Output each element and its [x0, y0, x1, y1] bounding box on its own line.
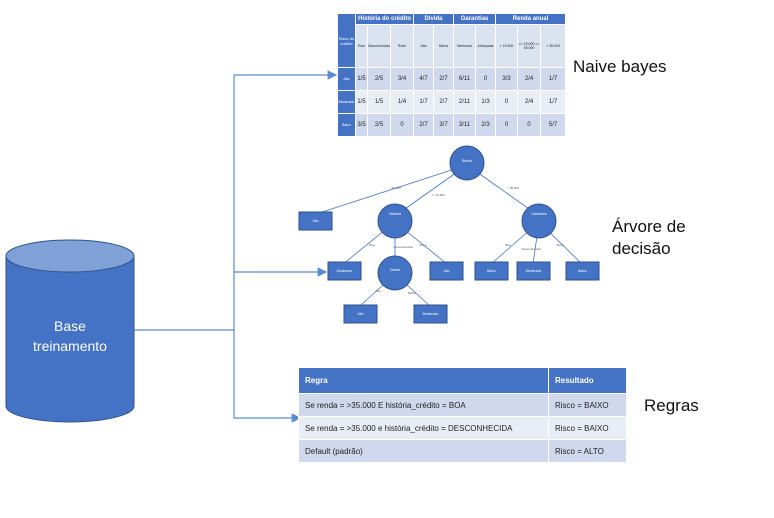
tree-edge-label: Desconhecida	[393, 245, 412, 249]
nb-subheader: < 15.000	[495, 24, 519, 68]
rules-cell-rule: Default (padrão)	[298, 439, 549, 463]
tree-leaf-label: Baixo	[578, 269, 587, 273]
nb-cell: 2/5	[367, 67, 391, 91]
tree-edge-label: Ruim	[419, 243, 427, 247]
table-row: Se renda = >35.000 e história_crédito = …	[298, 416, 627, 440]
nb-subheader: Alta	[413, 24, 435, 68]
tree-leaf	[298, 211, 333, 231]
nb-subheader: Boa	[355, 24, 368, 68]
tree-leaf	[516, 261, 551, 281]
tree-edge-label: Alta	[375, 289, 381, 293]
nb-subheader: Desconhecida	[367, 24, 391, 68]
nb-cell: 3/11	[453, 113, 477, 137]
tree-leaf	[429, 261, 464, 281]
nb-subheader: Nenhuma	[453, 24, 477, 68]
nb-cell: 3/7	[433, 113, 455, 137]
nb-corner-cell: Risco de crédito	[337, 13, 356, 68]
tree-node	[521, 203, 557, 239]
naive-bayes-table: Risco de crédito História do crédito Dív…	[337, 13, 567, 137]
label-decision-tree-line2: decisão	[612, 239, 671, 258]
rules-header-rule: Regra	[298, 367, 549, 394]
tree-edge-label: Boa	[369, 243, 375, 247]
rules-cell-result: Risco = BAIXO	[548, 393, 627, 417]
tree-leaf-label: Moderado	[526, 269, 542, 273]
tree-leaf	[565, 261, 600, 281]
label-rules: Regras	[644, 396, 699, 415]
tree-node-label: Garantias	[531, 212, 546, 216]
nb-cell: 5/7	[540, 113, 567, 137]
connector-to-rules	[233, 330, 302, 423]
nb-cell: 0	[389, 113, 415, 137]
database-label-line1: Base	[54, 318, 86, 334]
nb-cell: 2/7	[433, 90, 455, 114]
tree-node	[377, 255, 413, 291]
nb-cell: 1/7	[540, 67, 567, 91]
tree-node-label: Dívida	[390, 268, 400, 272]
nb-cell: 0	[475, 67, 497, 91]
tree-node	[449, 145, 485, 181]
nb-cell: 2/11	[453, 90, 477, 114]
nb-subheader: > 35.000	[540, 24, 567, 68]
table-row: Alto 1/5 2/5 3/4 4/7 2/7 6/11 0 3/3 2/4 …	[337, 67, 567, 91]
tree-edge-label: > 35.000	[507, 186, 519, 190]
tree-edge-label: < 15.000	[389, 186, 401, 190]
rules-cell-rule: Se renda = >35.000 E história_crédito = …	[298, 393, 549, 417]
nb-cell: 2/4	[517, 67, 542, 91]
tree-edge-label: Baixa	[408, 291, 416, 295]
tree-edge-label: >= 15.000	[431, 193, 445, 197]
nb-cell: 1/5	[367, 90, 391, 114]
nb-cell: 3/3	[495, 67, 519, 91]
label-naive-bayes: Naive bayes	[573, 57, 667, 76]
nb-cell: 6/11	[453, 67, 477, 91]
label-decision-tree-line1: Árvore de	[612, 217, 686, 236]
rules-header-result: Resultado	[548, 367, 627, 394]
tree-leaf-label: Alto	[357, 312, 363, 316]
nb-cell: 2/4	[517, 90, 542, 114]
tree-leaf	[413, 304, 448, 324]
rules-cell-result: Risco = BAIXO	[548, 416, 627, 440]
tree-edge-label: Desconhecida	[521, 247, 540, 251]
tree-leaf	[327, 261, 362, 281]
nb-cell: 2/5	[367, 113, 391, 137]
tree-leaf-label: Alto	[443, 269, 449, 273]
tree-leaf-label: Moderado	[423, 312, 439, 316]
tree-node-label: Renda	[462, 159, 472, 163]
rules-cell-result: Risco = ALTO	[548, 439, 627, 463]
tree-node	[377, 203, 413, 239]
nb-cell: 1/5	[355, 67, 368, 91]
rules-table: Regra Resultado Se renda = >35.000 E his…	[298, 367, 627, 463]
tree-leaf-label: Moderado	[337, 269, 353, 273]
rules-cell-rule: Se renda = >35.000 e história_crédito = …	[298, 416, 549, 440]
nb-cell: 4/7	[413, 67, 435, 91]
nb-subheader: Baixa	[433, 24, 455, 68]
tree-leaf-label: Baixo	[487, 269, 496, 273]
tree-leaf	[343, 304, 378, 324]
table-row: Se renda = >35.000 E história_crédito = …	[298, 393, 627, 417]
nb-cell: 2/7	[413, 113, 435, 137]
table-row: Moderado 1/5 1/5 1/4 1/7 2/7 2/11 1/3 0 …	[337, 90, 567, 114]
database-label-line2: treinamento	[33, 338, 107, 354]
tree-edge-label: Ruim	[556, 243, 564, 247]
tree-edge-label: Boa	[505, 243, 511, 247]
table-row: Baixo 3/5 2/5 0 2/7 3/7 3/11 2/3 0 0 5/7	[337, 113, 567, 137]
tree-node-label: História	[389, 212, 401, 216]
nb-row-head: Baixo	[337, 113, 356, 137]
nb-cell: 1/7	[540, 90, 567, 114]
tree-leaf-label: Alto	[312, 219, 318, 223]
table-row: Default (padrão) Risco = ALTO	[298, 439, 627, 463]
nb-cell: 0	[495, 113, 519, 137]
label-decision-tree: Árvore de decisão	[612, 216, 686, 260]
tree-leaf	[474, 261, 509, 281]
nb-cell: 2/7	[433, 67, 455, 91]
